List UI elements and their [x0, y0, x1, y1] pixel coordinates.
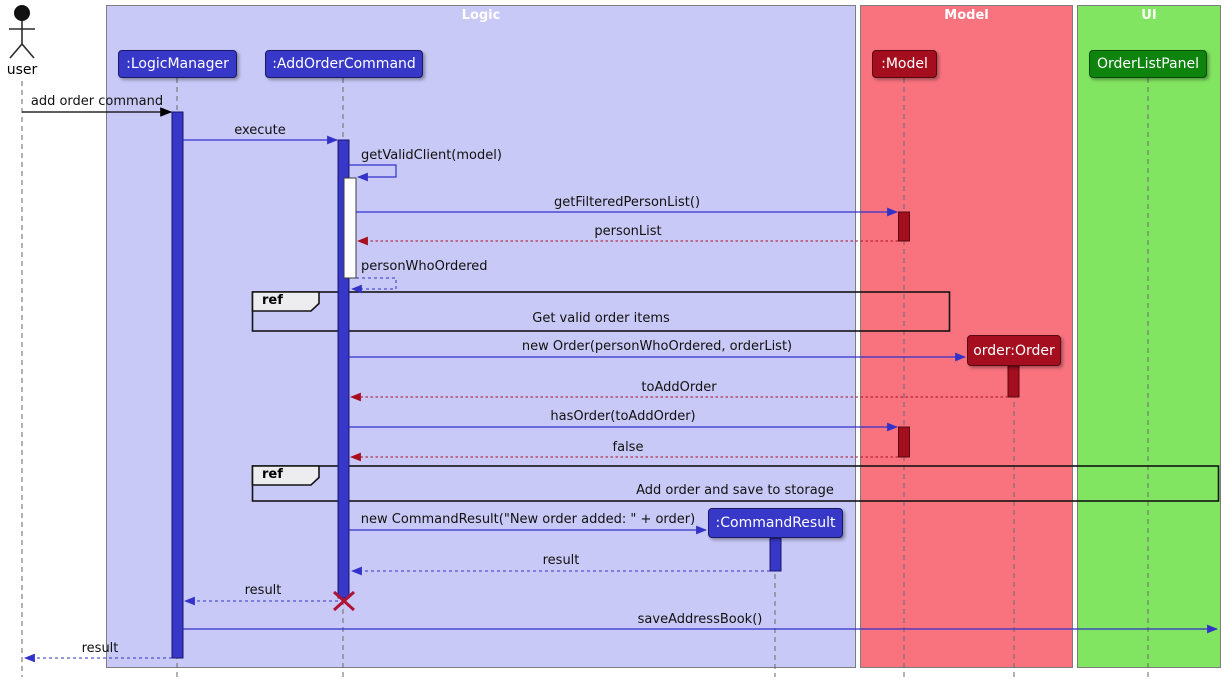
ref-fragment-add-order-save-storage	[251, 465, 1220, 502]
ref2-keyword: ref	[262, 467, 283, 482]
frame-logic: Logic	[106, 5, 856, 668]
label-false: false	[612, 440, 644, 455]
activation-order	[1007, 365, 1020, 398]
label-result-1: result	[542, 553, 580, 568]
frame-ui-title: UI	[1141, 8, 1157, 23]
ref-fragment-get-valid-order-items	[251, 291, 951, 332]
label-hasorder: hasOrder(toAddOrder)	[550, 409, 696, 424]
activation-model-2	[898, 426, 910, 458]
label-result-3: result	[81, 641, 119, 656]
label-personwhoordered: personWhoOrdered	[361, 259, 488, 274]
ref1-keyword: ref	[262, 293, 283, 308]
label-personlist: personList	[594, 224, 662, 239]
label-new-order: new Order(personWhoOrdered, orderList)	[521, 339, 793, 354]
label-add-order-command: add order command	[30, 94, 164, 109]
label-getfilteredpersonlist: getFilteredPersonList()	[553, 195, 701, 210]
label-saveaddressbook: saveAddressBook()	[637, 612, 763, 627]
arrow-getvalidclient-self	[349, 164, 397, 182]
activation-logicmanager	[171, 111, 184, 659]
label-result-2: result	[244, 583, 282, 598]
activation-commandresult	[769, 537, 782, 572]
frame-ui: UI	[1077, 5, 1221, 668]
actor-user-icon	[9, 5, 35, 59]
ref1-label: Get valid order items	[532, 311, 670, 326]
participant-model: :Model	[872, 50, 937, 78]
label-toaddorder: toAddOrder	[641, 380, 717, 395]
frame-logic-title: Logic	[461, 8, 501, 23]
label-execute: execute	[234, 123, 286, 138]
label-new-commandresult: new CommandResult("New order added: " + …	[360, 512, 696, 527]
label-getvalidclient: getValidClient(model)	[361, 148, 502, 163]
activation-model-1	[898, 211, 910, 242]
frame-model-title: Model	[944, 8, 989, 23]
participant-commandresult: :CommandResult	[708, 508, 843, 538]
participant-orderlistpanel: OrderListPanel	[1089, 50, 1207, 78]
participant-logicmanager: :LogicManager	[118, 50, 237, 78]
ref2-label: Add order and save to storage	[636, 483, 834, 498]
participant-order: order:Order	[967, 335, 1061, 366]
activation-addordercommand	[337, 139, 350, 599]
activation-addordercommand-nested	[343, 177, 357, 279]
actor-user-label: user	[6, 62, 38, 78]
destroy-x-addordercommand	[332, 590, 356, 612]
participant-addordercommand: :AddOrderCommand	[265, 50, 423, 78]
arrow-personwhoordered-return	[350, 277, 397, 294]
